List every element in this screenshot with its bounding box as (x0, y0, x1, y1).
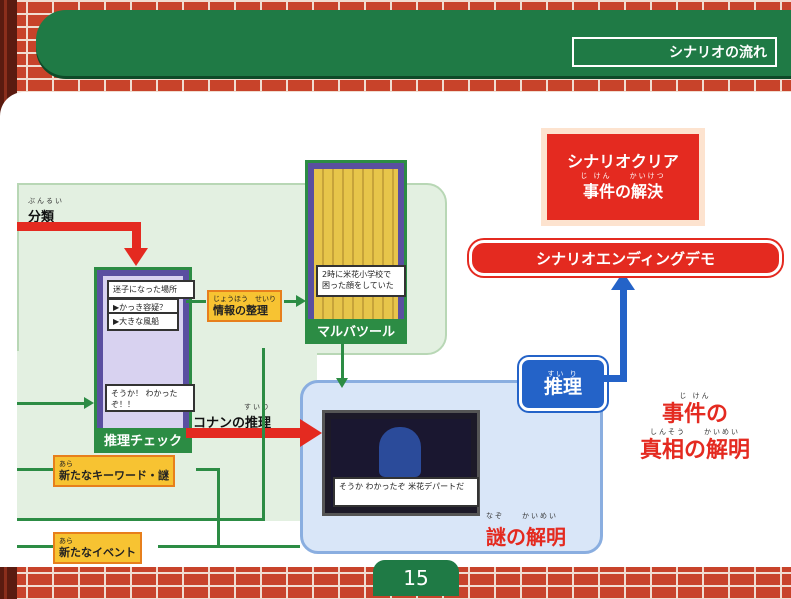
event-text: 新たなイベント (59, 546, 136, 559)
nazo-ruby: なぞ かいめい (486, 512, 558, 520)
conan-arrow (186, 428, 302, 438)
joho-line-out (284, 300, 298, 303)
truth-line-1: 事件の (661, 401, 728, 427)
bunrui-arrow-down (132, 222, 141, 250)
header-bar: シナリオの流れ (36, 10, 791, 76)
left-in-line (17, 402, 85, 405)
conan-face (379, 427, 421, 477)
suiri-ruby: すい り (547, 370, 579, 378)
suiri-arrow-head (611, 272, 635, 290)
suiri-check-text: 推理チェック (103, 433, 182, 449)
check-title: 迷子になった場所 (107, 280, 195, 299)
keyword-line-left (17, 468, 53, 471)
maru-dialog: 2時に米花小学校で 困った顔をしていた (316, 265, 406, 297)
bunrui-text: 分類 (28, 210, 55, 225)
joho-ruby: じょうほう せいり (213, 295, 276, 303)
marubatsu-caption: マルバツール (308, 319, 404, 341)
page-number: 15 (403, 566, 429, 590)
ending-demo-text: シナリオエンディングデモ (536, 249, 715, 268)
bunrui-arrow-head (124, 248, 148, 266)
keyword-tag: あら 新たなキーワード・謎 (53, 455, 175, 487)
nazo-label: なぞ かいめい 謎の解明 (486, 511, 566, 550)
keyword-line-down (217, 468, 220, 548)
keyword-ruby: あら (59, 460, 73, 468)
suiri-text: 推理 (543, 376, 582, 398)
loop-line-bottom (17, 518, 265, 521)
joho-text: 情報の整理 (213, 304, 268, 317)
left-in-head (84, 397, 94, 409)
loop-line (262, 348, 265, 518)
marubatsu-screen: 2時に米花小学校で 困った顔をしていた マルバツール (305, 160, 407, 344)
suiri-arrow-vertical (620, 290, 627, 382)
truth-label: じ けん 事件の しんそう かいめい 真相の解明 (625, 392, 765, 465)
conan-dialog: そうか わかったぞ 米花デパートだ (333, 477, 479, 507)
marubatsu-text: マルバツール (316, 324, 395, 340)
event-line-right (158, 545, 300, 548)
conan-display: そうか わかったぞ 米花デパートだ (331, 419, 479, 507)
bunrui-arrow (17, 222, 141, 231)
conan-ruby: すいり (244, 403, 272, 411)
marubatsu-display: 2時に米花小学校で 困った顔をしていた (314, 169, 406, 319)
conan-screen: そうか わかったぞ 米花デパートだ (322, 410, 480, 516)
suiri-check-display: 迷子になった場所 ▶かっき容疑？ ▶大きな風船 そうか！ わかったぞ！！ (103, 276, 195, 428)
event-line-left (17, 545, 53, 548)
page-number-tab: 15 (373, 560, 459, 596)
event-ruby: あら (59, 537, 73, 545)
suiri-arrow-horizontal (601, 375, 627, 382)
bunrui-label: ぶんるい 分類 (28, 196, 64, 225)
ending-demo-pill: シナリオエンディングデモ (469, 240, 782, 276)
maru-down-line (341, 338, 344, 378)
scenario-clear-subtitle: 事件の解決 (582, 181, 663, 201)
scenario-clear-title: シナリオクリア (567, 151, 679, 171)
nazo-text: 謎の解明 (486, 525, 566, 549)
truth-ruby-1: じ けん (679, 392, 711, 400)
bunrui-ruby: ぶんるい (28, 197, 64, 205)
check-item-2: ▶大きな風船 (107, 312, 179, 331)
suiri-check-screen: 迷子になった場所 ▶かっき容疑？ ▶大きな風船 そうか！ わかったぞ！！ 推理チ… (94, 267, 195, 453)
joho-arrow-head (296, 295, 306, 307)
scenario-clear-inner: シナリオクリア じ けん かいけつ 事件の解決 (547, 134, 699, 220)
joho-tag: じょうほう せいり 情報の整理 (207, 290, 282, 322)
keyword-line-right (196, 468, 220, 471)
check-dialog: そうか！ わかったぞ！！ (105, 384, 195, 412)
suiri-check-caption: 推理チェック (97, 428, 189, 450)
truth-ruby-2: しんそう かいめい (650, 428, 740, 437)
maru-down-head (336, 378, 348, 388)
scenario-clear-ruby: じ けん かいけつ (580, 172, 666, 181)
section-label: シナリオの流れ (572, 37, 777, 67)
joho-line-in (186, 300, 206, 303)
event-tag: あら 新たなイベント (53, 532, 142, 564)
conan-label: すいり コナンの推理 (193, 402, 271, 431)
conan-arrow-head (300, 419, 322, 447)
conan-text: コナンの推理 (193, 416, 272, 431)
section-label-text: シナリオの流れ (669, 45, 767, 61)
truth-line-2: 真相の解明 (639, 438, 750, 463)
suiri-box: すい り 推理 (519, 357, 607, 411)
keyword-text: 新たなキーワード・謎 (59, 469, 169, 482)
scenario-clear-box: シナリオクリア じ けん かいけつ 事件の解決 (541, 128, 705, 226)
